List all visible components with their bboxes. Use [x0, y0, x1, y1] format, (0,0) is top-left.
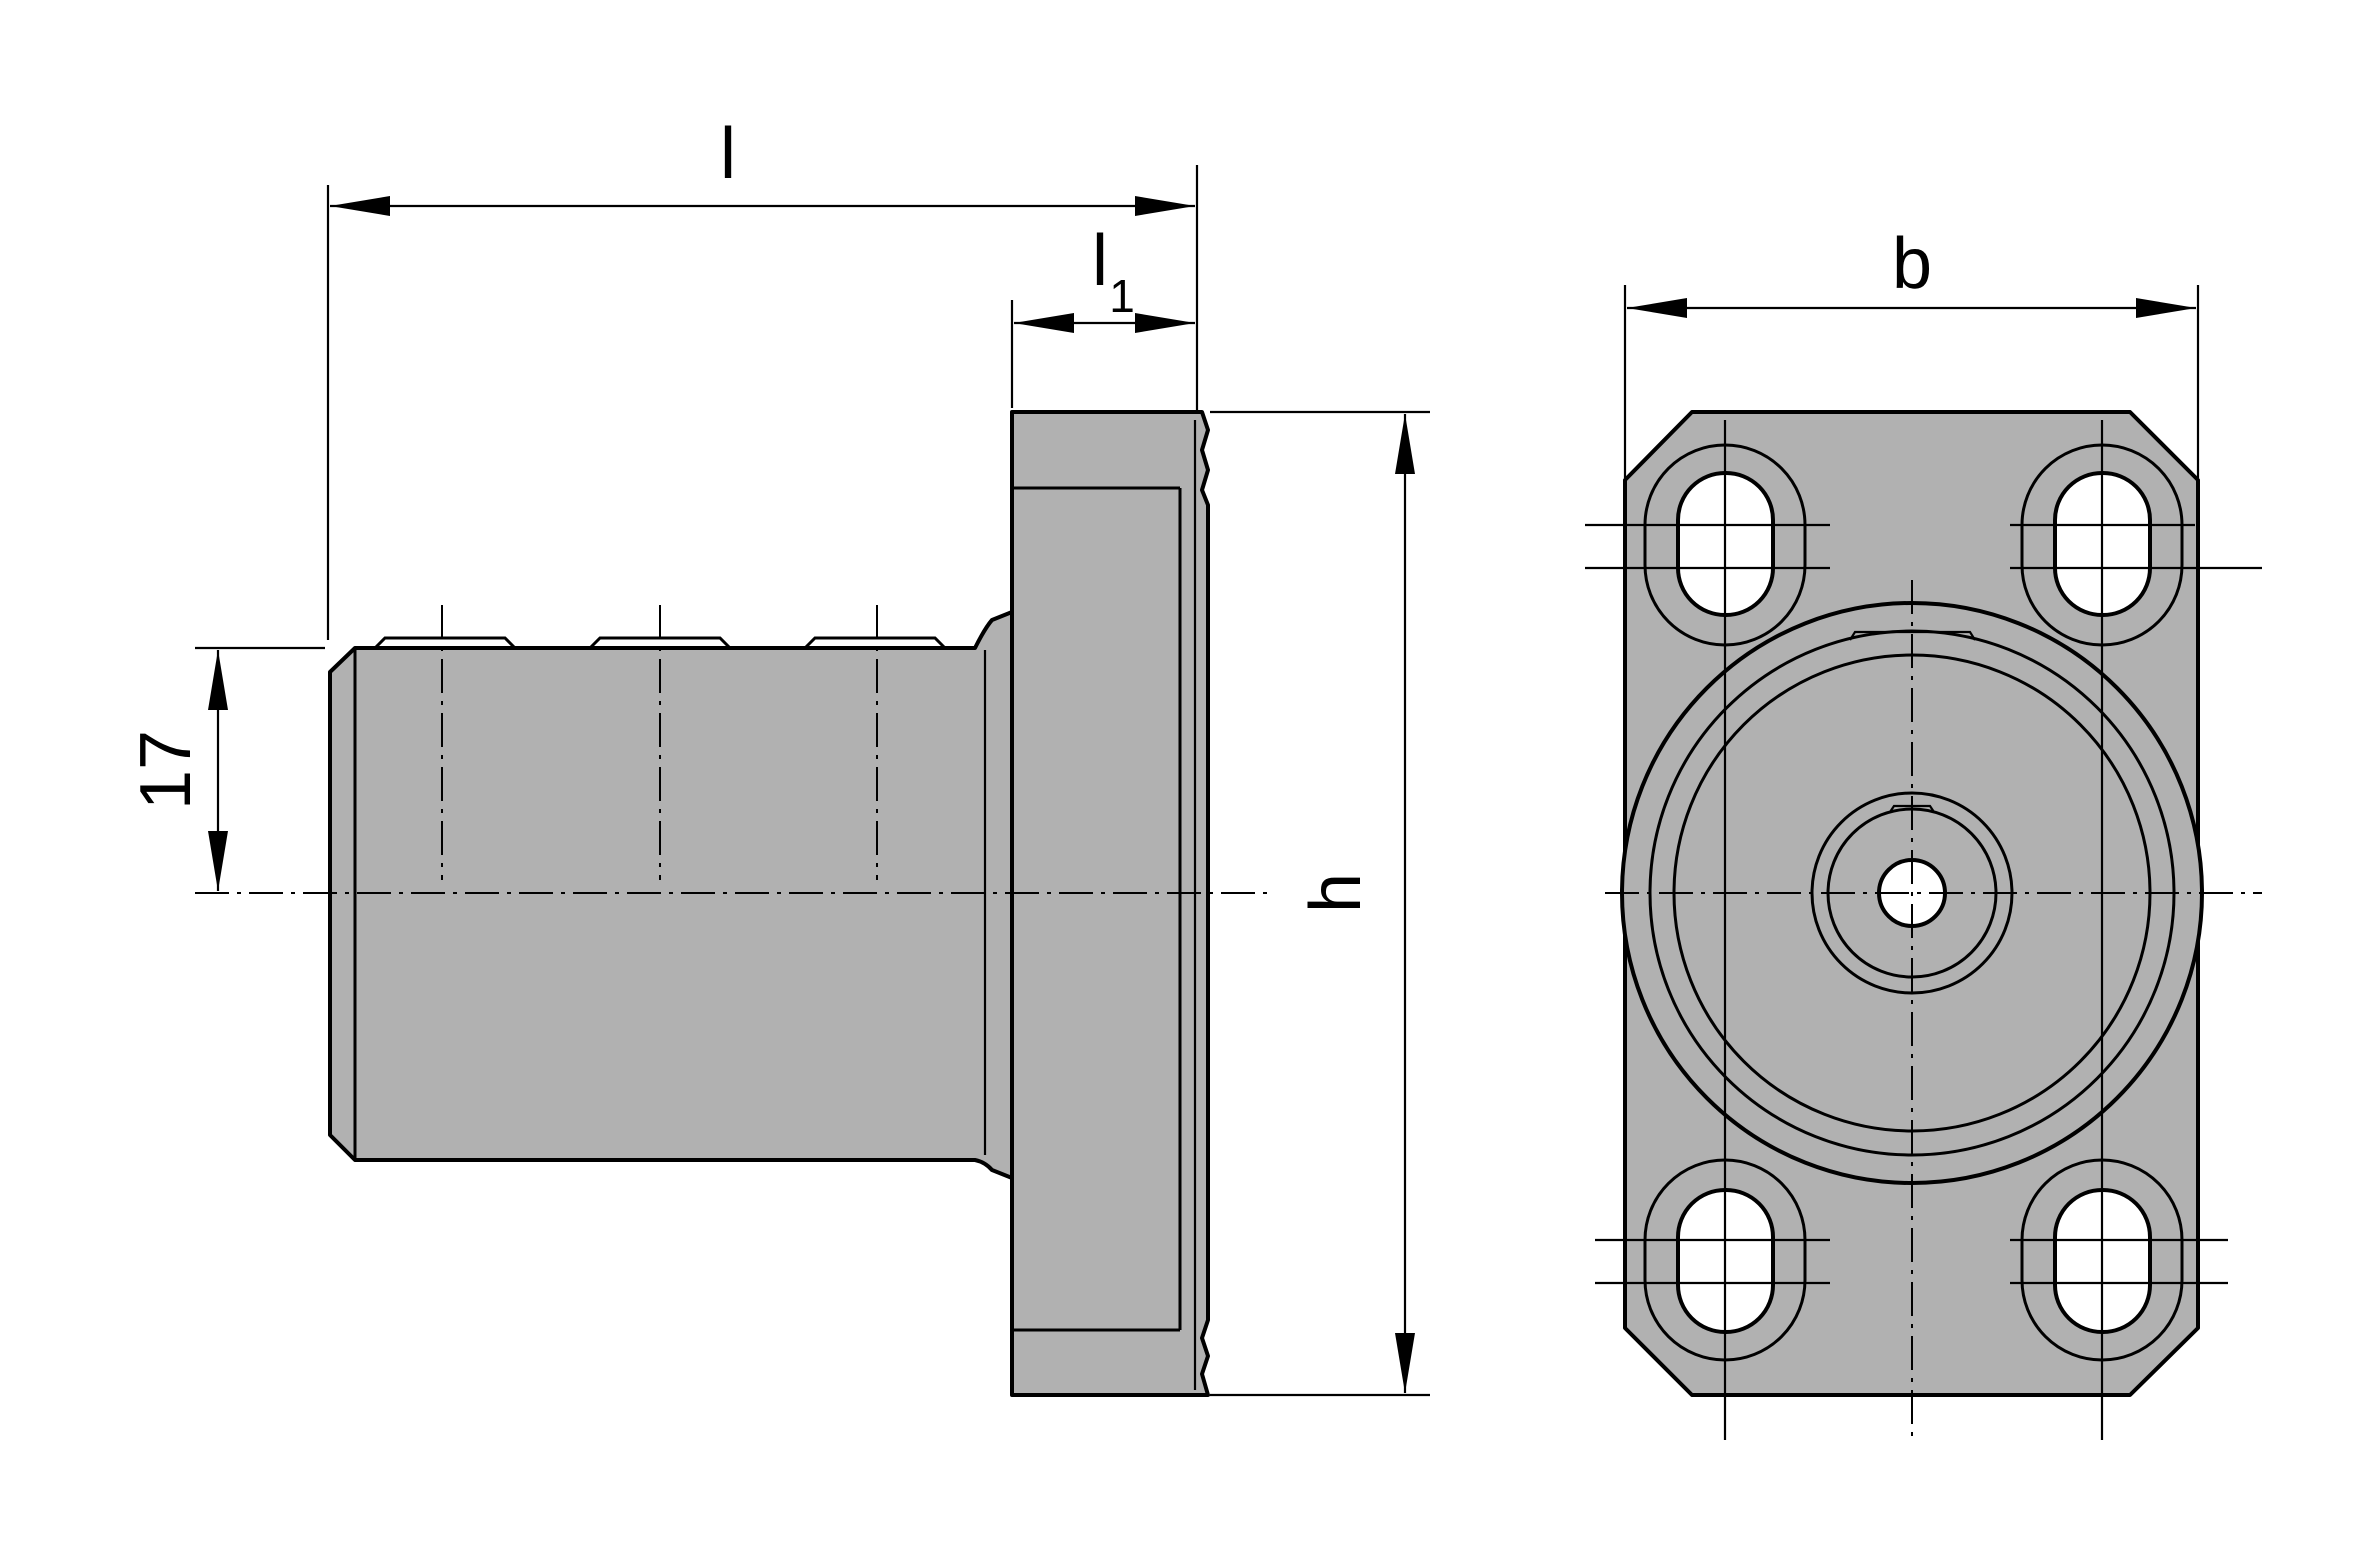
front-view: b: [1585, 224, 2262, 1440]
side-view: l l 1 17 h: [126, 114, 1430, 1397]
shaft-body: [328, 610, 1014, 1180]
dim-17-label: 17: [126, 730, 206, 810]
dim-l1-label: l: [1092, 221, 1108, 301]
dim-h-label: h: [1296, 873, 1376, 913]
shaft-slot-3: [803, 636, 947, 650]
dim-l1-subscript: 1: [1109, 270, 1135, 322]
dim-b-label: b: [1892, 224, 1932, 304]
shaft-slot-1: [373, 636, 517, 650]
boss-keyway-mark: [1849, 630, 1976, 641]
flange-plate: [1010, 410, 1210, 1397]
dim-l-label: l: [720, 114, 736, 194]
